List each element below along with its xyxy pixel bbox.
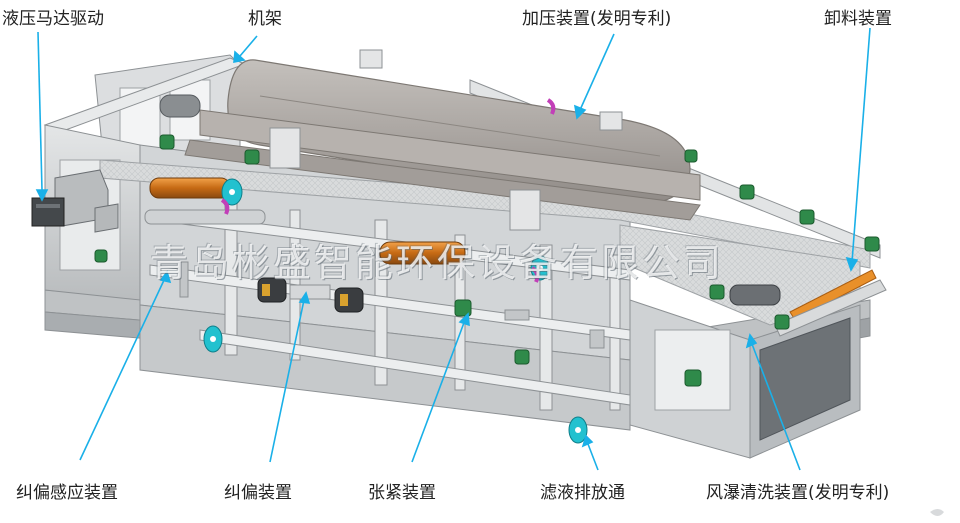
left-end-mount xyxy=(94,203,119,233)
label-deviation-sensor: 纠偏感应装置 xyxy=(16,483,118,503)
pressure-hood-base xyxy=(199,109,701,201)
label-frame: 机架 xyxy=(248,9,282,29)
label-hydraulic-motor: 液压马达驱动 xyxy=(2,9,104,29)
leader-deviation-sensor xyxy=(79,277,166,461)
bearing-blocks xyxy=(94,134,880,387)
label-deviation-device: 纠偏装置 xyxy=(224,483,292,503)
label-discharge-device: 卸料装置 xyxy=(824,9,892,29)
hood-brackets xyxy=(269,49,623,231)
flange-holes xyxy=(210,189,581,433)
leader-deviation-device xyxy=(269,299,305,463)
orange-roller-upper xyxy=(149,177,231,199)
leader-tensioning-device xyxy=(411,319,466,463)
orange-roller-middle xyxy=(379,241,466,265)
leader-pressure-device xyxy=(579,33,615,111)
corner-mark xyxy=(930,509,944,516)
label-filtrate-discharge: 滤液排放通 xyxy=(540,483,625,503)
machine-illustration xyxy=(31,49,887,459)
leader-lines xyxy=(35,27,871,471)
label-tensioning-device: 张紧装置 xyxy=(368,483,436,503)
leader-filtrate-discharge xyxy=(587,443,599,471)
leader-frame xyxy=(239,35,258,57)
actuators xyxy=(179,261,605,349)
drive-roller-gray xyxy=(159,94,201,118)
label-pressure-device: 加压装置(发明专利) xyxy=(522,9,672,29)
pressure-hood-rib xyxy=(259,95,661,157)
leader-hydraulic-motor xyxy=(37,31,43,191)
leader-air-jet-wash xyxy=(751,343,801,471)
pressure-hood-base-lower xyxy=(184,139,701,221)
company-watermark: 青岛彬盛智能环保设备有限公司 xyxy=(150,241,725,285)
leader-discharge-device xyxy=(851,27,871,263)
discharge-roller-dark xyxy=(729,284,781,306)
tension-roller-gray xyxy=(144,209,266,225)
right-box-dark-opening xyxy=(759,317,851,441)
label-air-jet-wash: 风瀑清洗装置(发明专利) xyxy=(706,483,890,503)
clamps xyxy=(220,98,556,283)
discharge-lip xyxy=(774,279,887,337)
deviation-correction-assembly xyxy=(257,277,364,313)
